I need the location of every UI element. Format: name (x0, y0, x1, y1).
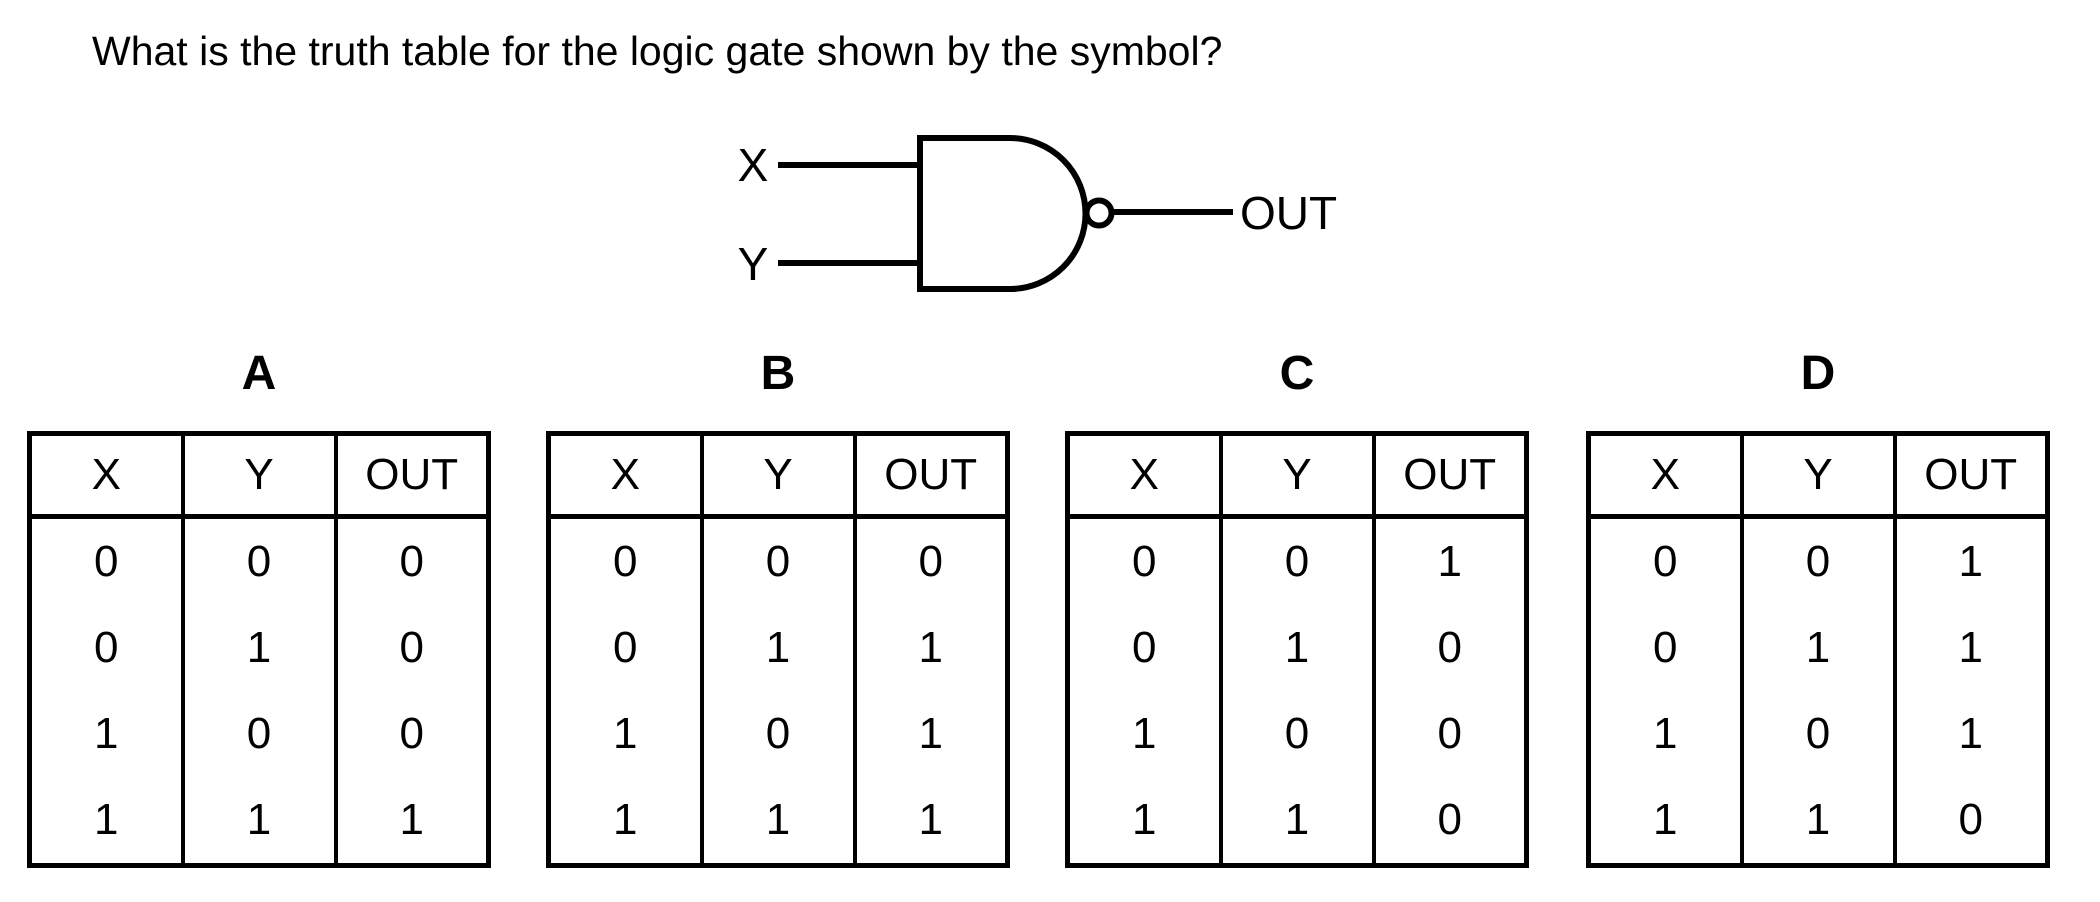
truth-table-cell: 0 (1586, 516, 1744, 605)
truth-table-cell: 1 (699, 777, 857, 866)
truth-table-cell: 1 (1065, 777, 1223, 866)
truth-table-cell: 1 (27, 691, 185, 777)
truth-table-cell: 0 (1739, 691, 1897, 777)
table-row: 0 1 1 (1586, 605, 2050, 691)
truth-table-cell: 1 (852, 605, 1010, 691)
truth-table-cell: 1 (180, 605, 338, 691)
truth-table-cell: 0 (852, 516, 1010, 605)
option-c-label: C (1279, 347, 1315, 400)
table-row: 1 1 0 (1586, 777, 2050, 866)
truth-table-cell: 0 (546, 516, 704, 605)
option-d-truth-table: X Y OUT 0 0 1 0 1 1 1 0 1 1 1 0 (1586, 431, 2050, 868)
truth-table-cell: 0 (333, 516, 491, 605)
table-row: 0 1 0 (27, 605, 491, 691)
header-cell-x: X (27, 431, 185, 519)
truth-table-cell: 1 (1892, 516, 2050, 605)
gate-input-label-x: X (738, 139, 769, 191)
table-row: 1 1 0 (1065, 777, 1529, 866)
option-a-truth-table: X Y OUT 0 0 0 0 1 0 1 0 0 1 1 1 (27, 431, 491, 868)
table-row: 0 0 0 (27, 516, 491, 605)
truth-table-cell: 1 (1218, 605, 1376, 691)
truth-table-cell: 1 (852, 777, 1010, 866)
truth-table-cell: 0 (1218, 691, 1376, 777)
header-cell-out: OUT (333, 431, 491, 519)
gate-input-label-y: Y (738, 238, 769, 290)
option-b-label: B (760, 347, 796, 400)
truth-table-cell: 0 (699, 691, 857, 777)
table-row: 1 0 0 (1065, 691, 1529, 777)
truth-table-cell: 0 (1065, 516, 1223, 605)
truth-table-cell: 1 (1371, 516, 1529, 605)
header-cell-y: Y (699, 431, 857, 519)
truth-table-cell: 1 (1892, 605, 2050, 691)
truth-table-cell: 1 (1739, 605, 1897, 691)
truth-table-cell: 0 (546, 605, 704, 691)
truth-table-cell: 0 (27, 516, 185, 605)
header-row: X Y OUT (27, 431, 491, 519)
truth-table-cell: 1 (1739, 777, 1897, 866)
truth-table-cell: 1 (27, 777, 185, 866)
truth-table-cell: 0 (1371, 605, 1529, 691)
header-row: X Y OUT (1586, 431, 2050, 519)
option-c-truth-table: X Y OUT 0 0 1 0 1 0 1 0 0 1 1 0 (1065, 431, 1529, 868)
header-row: X Y OUT (1065, 431, 1529, 519)
truth-table-cell: 1 (333, 777, 491, 866)
and-gate-body (917, 135, 1089, 292)
header-cell-y: Y (1218, 431, 1376, 519)
table-row: 1 0 0 (27, 691, 491, 777)
truth-table-cell: 0 (1371, 777, 1529, 866)
truth-table-cell: 1 (1586, 691, 1744, 777)
header-cell-y: Y (180, 431, 338, 519)
table-row: 1 0 1 (1586, 691, 2050, 777)
truth-table-cell: 1 (852, 691, 1010, 777)
option-a-label: A (241, 347, 277, 400)
truth-table-cell: 0 (333, 605, 491, 691)
truth-table-cell: 0 (1739, 516, 1897, 605)
gate-output-label: OUT (1240, 187, 1337, 239)
header-cell-x: X (1586, 431, 1744, 519)
truth-table-cell: 1 (546, 777, 704, 866)
truth-table-cell: 0 (1586, 605, 1744, 691)
truth-table-cell: 1 (1892, 691, 2050, 777)
table-row: 0 0 1 (1586, 516, 2050, 605)
header-cell-x: X (546, 431, 704, 519)
truth-table-cell: 0 (333, 691, 491, 777)
truth-table-cell: 0 (180, 516, 338, 605)
table-row: 1 1 1 (546, 777, 1010, 866)
table-row: 0 1 1 (546, 605, 1010, 691)
truth-table-cell: 1 (546, 691, 704, 777)
truth-table-cell: 0 (1371, 691, 1529, 777)
header-cell-y: Y (1739, 431, 1897, 519)
truth-table-cell: 1 (1065, 691, 1223, 777)
truth-table-cell: 0 (1218, 516, 1376, 605)
question-text: What is the truth table for the logic ga… (92, 28, 1223, 74)
header-row: X Y OUT (546, 431, 1010, 519)
truth-table-cell: 0 (1065, 605, 1223, 691)
header-cell-out: OUT (1892, 431, 2050, 519)
header-cell-x: X (1065, 431, 1223, 519)
table-row: 1 0 1 (546, 691, 1010, 777)
table-row: 0 0 0 (546, 516, 1010, 605)
truth-table-cell: 0 (699, 516, 857, 605)
truth-table-cell: 1 (180, 777, 338, 866)
table-row: 0 1 0 (1065, 605, 1529, 691)
truth-table-cell: 1 (1218, 777, 1376, 866)
truth-table-cell: 1 (1586, 777, 1744, 866)
header-cell-out: OUT (1371, 431, 1529, 519)
truth-table-cell: 0 (1892, 777, 2050, 866)
option-d-label: D (1800, 347, 1836, 400)
option-b-truth-table: X Y OUT 0 0 0 0 1 1 1 0 1 1 1 1 (546, 431, 1010, 868)
table-row: 0 0 1 (1065, 516, 1529, 605)
inversion-bubble-icon (1083, 197, 1115, 229)
truth-table-cell: 0 (27, 605, 185, 691)
truth-table-cell: 1 (699, 605, 857, 691)
header-cell-out: OUT (852, 431, 1010, 519)
table-row: 1 1 1 (27, 777, 491, 866)
truth-table-cell: 0 (180, 691, 338, 777)
logic-gate-diagram: X Y OUT (738, 135, 1337, 292)
